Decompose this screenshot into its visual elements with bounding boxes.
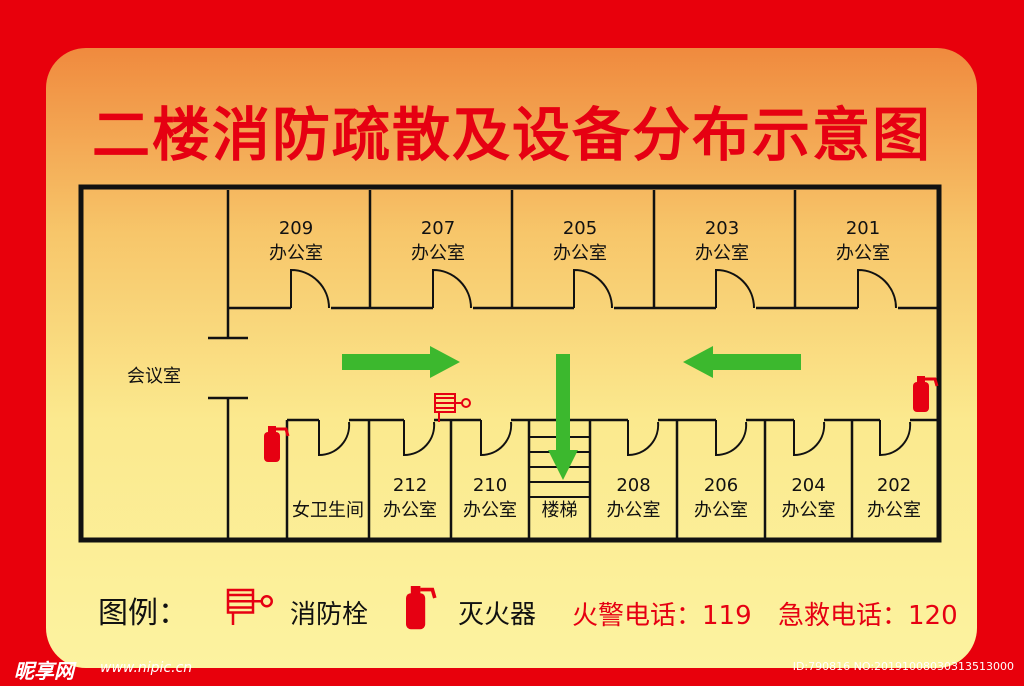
arrow-right	[342, 346, 460, 378]
legend-extinguisher-icon	[404, 584, 437, 632]
arrow-left	[683, 346, 801, 378]
legend-label: 图例：	[98, 596, 188, 631]
watermark-url: www.nipic.cn	[100, 660, 193, 676]
fire-phone: 火警电话：119	[572, 601, 752, 631]
legend-hydrant-label: 消防栓	[290, 600, 369, 630]
extinguisher-icon	[262, 424, 290, 464]
plan-card	[46, 48, 977, 668]
outer-wall	[78, 184, 942, 543]
hydrant-icon	[434, 393, 471, 423]
legend-hydrant-icon	[226, 588, 273, 627]
ambulance-phone: 急救电话：120	[778, 601, 958, 631]
room-stairs: 楼梯	[541, 500, 578, 521]
page-title: 二楼消防疏散及设备分布示意图	[91, 101, 932, 169]
arrow-down	[548, 354, 578, 480]
room-meeting: 会议室	[127, 366, 181, 387]
watermark-id: ID:790816 NO:20191008030313513000	[792, 660, 1014, 673]
legend-extinguisher-label: 灭火器	[458, 600, 537, 630]
room-restroom: 女卫生间	[292, 500, 364, 521]
evacuation-arrows	[342, 346, 801, 480]
watermark-logo: 昵享网	[14, 659, 74, 683]
extinguisher-icon	[911, 374, 939, 414]
